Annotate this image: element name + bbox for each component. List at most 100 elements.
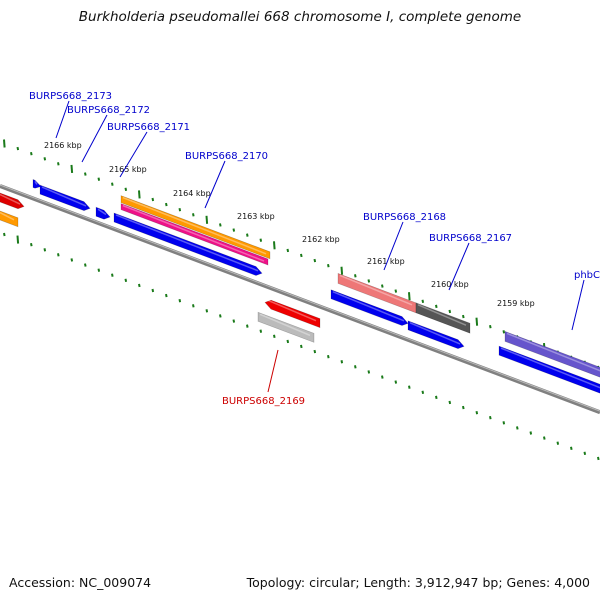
map-title: Burkholderia pseudomallei 668 chromosome… [78, 9, 522, 25]
tick-mark [43, 157, 47, 161]
tick-mark [273, 241, 276, 250]
tick-label: 2161 kbp [367, 257, 405, 266]
tick-mark [84, 263, 87, 267]
tick-mark [435, 395, 438, 400]
label-leader [267, 349, 279, 393]
feature-bar [120, 195, 271, 260]
tick-mark [327, 354, 330, 359]
tick-mark [286, 248, 290, 253]
tick-mark [3, 139, 6, 148]
tick-mark [381, 284, 384, 288]
tick-mark [259, 238, 263, 242]
feature-bar [113, 212, 263, 276]
tick-mark [16, 146, 20, 151]
tick-mark [300, 344, 303, 349]
tick-mark [30, 151, 33, 156]
feature-bar-shine [417, 304, 467, 326]
tick-mark [97, 268, 101, 272]
tick-mark [259, 329, 263, 333]
tick-mark [232, 319, 236, 323]
tick-mark [462, 405, 465, 410]
gene-label: BURPS668_2168 [363, 212, 446, 223]
tick-mark [300, 253, 303, 258]
feature-bar [415, 302, 471, 334]
feature-bar-shine [259, 313, 311, 337]
tick-mark [124, 278, 128, 283]
tick-mark [205, 215, 209, 224]
tick-mark [340, 266, 344, 275]
tick-label: 2160 kbp [431, 280, 469, 289]
tick-mark [367, 370, 371, 374]
tick-mark [313, 349, 317, 354]
tick-mark [138, 190, 141, 199]
tick-mark [3, 232, 6, 237]
tick-mark [354, 274, 357, 278]
feature-bar [0, 210, 19, 228]
tick-mark [178, 207, 182, 212]
feature-bar [504, 330, 600, 378]
gene-label: BURPS668_2171 [107, 122, 190, 133]
feature-bar [257, 311, 315, 343]
tick-label: 2159 kbp [497, 299, 535, 308]
feature-bar [95, 206, 111, 220]
backbone [0, 184, 600, 415]
tick-mark [70, 258, 74, 262]
tick-mark [30, 242, 33, 247]
tick-mark [543, 436, 546, 440]
feature-bar [498, 345, 600, 394]
topology-text: Topology: circular; Length: 3,912,947 bp… [246, 575, 590, 590]
label-leader [448, 242, 470, 291]
gene-label: BURPS668_2173 [29, 91, 112, 102]
tick-mark [219, 314, 222, 318]
feature-bar [0, 192, 25, 210]
feature-bar-shine [500, 347, 600, 389]
tick-mark [151, 197, 155, 202]
feature-bar-shine [122, 204, 265, 262]
tick-mark [489, 416, 492, 420]
backbone-highlight [0, 184, 600, 412]
feature-bar-shine [332, 291, 405, 322]
tick-mark [313, 258, 317, 263]
feature-bar-shine [266, 299, 317, 322]
label-leader [204, 160, 226, 209]
tick-mark [70, 164, 74, 174]
tick-mark [529, 431, 533, 435]
feature-bar-shine [41, 186, 87, 207]
tick-mark [367, 279, 371, 283]
tick-mark [84, 172, 87, 176]
tick-mark [570, 446, 573, 450]
tick-mark [394, 289, 398, 293]
tick-mark [232, 228, 236, 232]
tick-mark [556, 441, 560, 445]
tick-mark [57, 253, 60, 257]
feature-bar [330, 289, 409, 326]
gene-label: BURPS668_2169 [222, 396, 305, 407]
tick-mark [151, 288, 155, 293]
tick-mark [273, 334, 276, 338]
tick-mark [475, 410, 479, 415]
tick-label: 2165 kbp [109, 165, 147, 174]
tick-mark [516, 426, 519, 430]
tick-mark [354, 365, 357, 369]
feature-bar-shine [506, 332, 600, 372]
tick-mark [219, 223, 222, 227]
feature-bar-shine [339, 274, 413, 306]
tick-mark [340, 360, 344, 364]
feature-bar [32, 179, 42, 189]
tick-mark [408, 292, 411, 301]
feature-bar-shine [115, 214, 259, 272]
features [0, 179, 600, 394]
label-leader [571, 279, 585, 331]
feature-bar [264, 299, 321, 329]
tick-mark [111, 182, 114, 186]
feature-bar [120, 203, 269, 266]
tick-mark [394, 380, 398, 384]
tick-mark [97, 177, 101, 181]
tick-mark [43, 248, 47, 252]
tick-mark [489, 325, 492, 329]
label-leader [119, 131, 148, 178]
accession-text: Accession: NC_009074 [9, 575, 152, 590]
feature-bar-shine [34, 181, 38, 185]
tick-mark [448, 400, 452, 405]
